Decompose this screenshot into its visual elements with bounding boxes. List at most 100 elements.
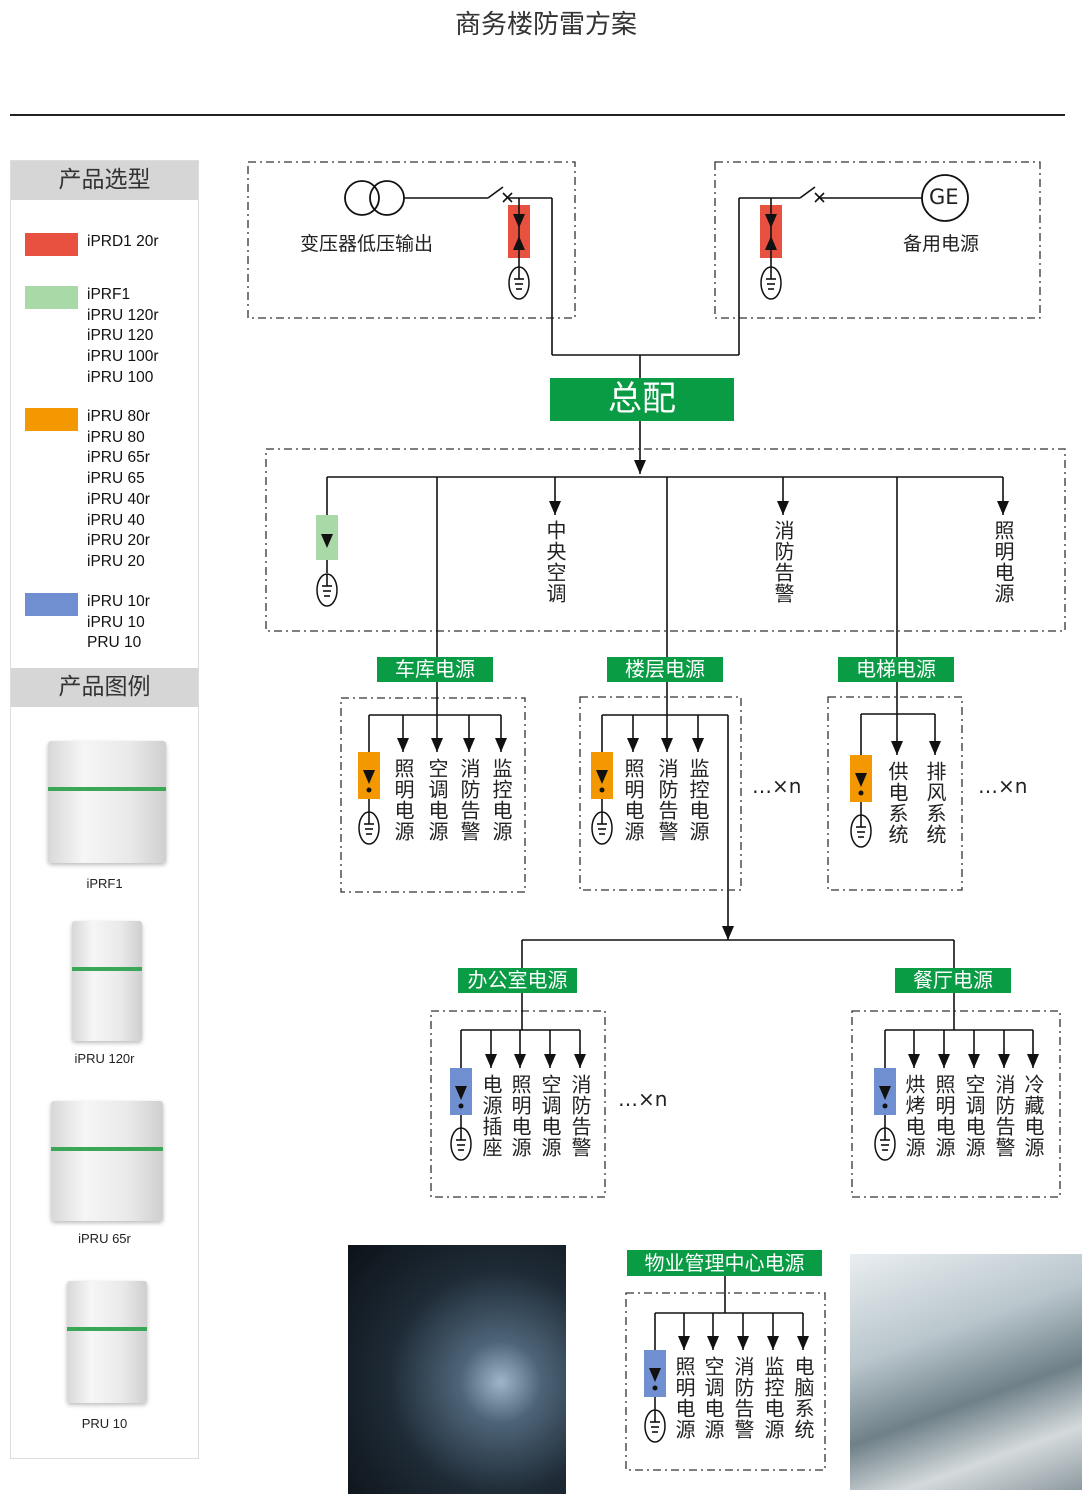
repeat-multiplier: …×n (618, 1087, 668, 1111)
product-stripe (51, 1146, 163, 1151)
arrow-down-icon (455, 1086, 467, 1100)
breaker-x (814, 192, 825, 203)
load-label: 空调电源 (701, 1356, 725, 1440)
product-image (48, 741, 166, 863)
title-divider (10, 114, 1065, 116)
legend-item: PRU 10 (87, 634, 142, 652)
load-label: 电脑系统 (791, 1356, 815, 1440)
product-stripe (72, 966, 142, 971)
load-label: 监控电源 (686, 758, 710, 842)
product-image (51, 1101, 163, 1221)
arrow-down-icon (891, 741, 903, 755)
arrow-down-icon (968, 1054, 980, 1068)
junction-dot (599, 787, 605, 793)
product-stripe (67, 1327, 147, 1332)
load-label: 中央空调 (543, 520, 567, 604)
arrow-down-icon (767, 1336, 779, 1350)
junction-dot (458, 1103, 464, 1109)
repeat-multiplier: …×n (978, 774, 1028, 798)
legend-item: iPRU 120r (87, 306, 159, 324)
dashed-boundary (714, 161, 1041, 319)
arrow-down-icon (879, 1086, 891, 1100)
arrow-down-icon (997, 501, 1009, 515)
legend-item: iPRU 65 (87, 470, 145, 488)
repeat-multiplier: …×n (752, 774, 802, 798)
dashed-boundary (827, 696, 963, 891)
arrow-down-icon (463, 738, 475, 752)
control-room-photo (348, 1245, 566, 1494)
junction-dot (882, 1103, 888, 1109)
arrow-down-icon (574, 1054, 586, 1068)
arrow-down-icon (855, 773, 867, 787)
backup-power-label: 备用电源 (903, 233, 980, 255)
arrow-down-icon (549, 501, 561, 515)
dashed-boundary (625, 1292, 826, 1471)
product-label: iPRU 65r (78, 1231, 131, 1246)
product-images-header: 产品图例 (11, 668, 198, 707)
legend-item: iPRU 20 (87, 552, 145, 570)
arrow-down-icon (634, 460, 646, 474)
load-label: 空调电源 (538, 1074, 562, 1158)
arrow-up-icon (765, 236, 777, 250)
product-image (67, 1281, 147, 1403)
branch-label: 办公室电源 (458, 968, 577, 993)
transformer-label: 变压器低压输出 (300, 233, 434, 255)
product-label: iPRU 120r (74, 1051, 135, 1066)
load-label: 照明电源 (508, 1074, 532, 1158)
load-label: 监控电源 (489, 758, 513, 842)
legend-swatch (25, 233, 78, 256)
load-label: 空调电源 (425, 758, 449, 842)
load-label: 消防告警 (568, 1074, 592, 1158)
legend-item: iPRF1 (87, 286, 131, 303)
legend-item: iPRU 40r (87, 490, 150, 508)
main-distribution-label: 总配 (550, 378, 734, 421)
product-label: PRU 10 (81, 1416, 128, 1431)
legend-panel: 产品选型 iPRD1 20r iPRF1 iPRU 120r iPRU 120 iPRU … (10, 160, 199, 1459)
dashed-boundary (247, 161, 576, 319)
legend-swatch (25, 408, 78, 431)
load-label: 照明电源 (621, 758, 645, 842)
legend-item: iPRU 100 (87, 368, 154, 386)
load-label: 消防告警 (655, 758, 679, 842)
load-label: 排风系统 (923, 761, 947, 845)
arrow-down-icon (722, 926, 734, 940)
arrow-down-icon (929, 741, 941, 755)
load-label: 消防告警 (457, 758, 481, 842)
legend-item: iPRU 20r (87, 532, 150, 550)
branch-label: 物业管理中心电源 (627, 1250, 822, 1276)
arrow-up-icon (513, 236, 525, 250)
arrow-down-icon (544, 1054, 556, 1068)
load-label: 照明电源 (391, 758, 415, 842)
generator-symbol: GE (929, 185, 959, 209)
branch-label: 餐厅电源 (895, 968, 1011, 993)
arrow-down-icon (692, 738, 704, 752)
load-label: 照明电源 (672, 1356, 696, 1440)
load-label: 照明电源 (991, 520, 1015, 604)
legend-header: 产品选型 (11, 161, 198, 200)
branch-label: 电梯电源 (838, 657, 954, 682)
legend-item: iPRU 80r (87, 408, 150, 425)
legend-item: iPRD1 20r (87, 233, 159, 250)
legend-item: iPRU 10 (87, 613, 145, 631)
arrow-down-icon (495, 738, 507, 752)
legend-item: iPRU 120 (87, 327, 154, 345)
arrow-down-icon (908, 1054, 920, 1068)
product-label: iPRF1 (86, 876, 123, 891)
load-label: 供电系统 (885, 761, 909, 845)
dashed-boundary (851, 1010, 1061, 1198)
junction-dot (366, 787, 372, 793)
page-title: 商务楼防雷方案 (454, 10, 637, 40)
arrow-down-icon (627, 738, 639, 752)
arrow-down-icon (797, 1336, 809, 1350)
dashed-boundary (265, 448, 1066, 632)
dashed-boundary (340, 697, 526, 893)
arrow-down-icon (1027, 1054, 1039, 1068)
arrow-down-icon (431, 738, 443, 752)
arrow-down-icon (938, 1054, 950, 1068)
transformer-icon (344, 180, 380, 216)
dashed-boundary (579, 696, 742, 891)
junction-dot (858, 790, 864, 796)
switch-icon (487, 186, 504, 199)
load-label: 监控电源 (761, 1356, 785, 1440)
load-label: 消防告警 (731, 1356, 755, 1440)
